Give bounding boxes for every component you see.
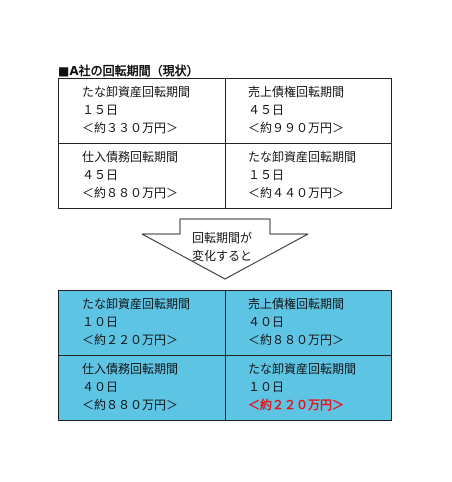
cell-label: 売上債権回転期間	[248, 85, 345, 99]
before-cell-receivables: 売上債権回転期間 ４５日 ＜約９９０万円＞	[226, 79, 392, 144]
cell-amount: ＜約９９０万円＞	[248, 121, 345, 135]
cell-amount: ＜約８８０万円＞	[248, 333, 345, 347]
cell-amount: ＜約４４０万円＞	[248, 186, 345, 200]
arrow-label: 回転期間が 変化すると	[192, 229, 272, 265]
arrow-label-line1: 回転期間が	[192, 231, 253, 245]
after-cell-receivables: 売上債権回転期間 ４０日 ＜約８８０万円＞	[226, 291, 392, 356]
cell-period: ４０日	[248, 315, 285, 329]
down-arrow-shape	[141, 218, 309, 280]
cell-label: 売上債権回転期間	[248, 297, 345, 311]
cell-label: 仕入債務回転期間	[82, 150, 179, 164]
before-cell-inventory-2: たな卸資産回転期間 １５日 ＜約４４０万円＞	[226, 144, 392, 208]
cell-period: １５日	[82, 103, 119, 117]
changed-periods-table: たな卸資産回転期間 １０日 ＜約２２０万円＞ 売上債権回転期間 ４０日 ＜約８８…	[58, 290, 392, 421]
cell-label: たな卸資産回転期間	[248, 362, 357, 376]
cell-period: １５日	[248, 168, 285, 182]
cell-period: ４５日	[82, 168, 119, 182]
cell-period: １０日	[248, 380, 285, 394]
diagram-title: ■A社の回転期間（現状）	[58, 64, 199, 78]
cell-period: ４０日	[82, 380, 119, 394]
before-cell-payables: 仕入債務回転期間 ４５日 ＜約８８０万円＞	[59, 144, 226, 208]
cell-label: 仕入債務回転期間	[82, 362, 179, 376]
arrow-label-line2: 変化すると	[192, 249, 253, 263]
after-cell-payables: 仕入債務回転期間 ４０日 ＜約８８０万円＞	[59, 356, 226, 420]
after-cell-inventory: たな卸資産回転期間 １０日 ＜約２２０万円＞	[59, 291, 226, 356]
cell-period: ４５日	[248, 103, 285, 117]
cell-amount-highlighted: ＜約２２０万円＞	[248, 398, 345, 412]
cell-label: たな卸資産回転期間	[82, 297, 191, 311]
cell-amount: ＜約３３０万円＞	[82, 121, 179, 135]
cell-amount: ＜約８８０万円＞	[82, 398, 179, 412]
cell-amount: ＜約８８０万円＞	[82, 186, 179, 200]
cell-label: たな卸資産回転期間	[82, 85, 191, 99]
cell-amount: ＜約２２０万円＞	[82, 333, 179, 347]
before-cell-inventory: たな卸資産回転期間 １５日 ＜約３３０万円＞	[59, 79, 226, 144]
current-periods-table: たな卸資産回転期間 １５日 ＜約３３０万円＞ 売上債権回転期間 ４５日 ＜約９９…	[58, 78, 392, 209]
after-cell-inventory-2: たな卸資産回転期間 １０日 ＜約２２０万円＞	[226, 356, 392, 420]
cell-label: たな卸資産回転期間	[248, 150, 357, 164]
cell-period: １０日	[82, 315, 119, 329]
